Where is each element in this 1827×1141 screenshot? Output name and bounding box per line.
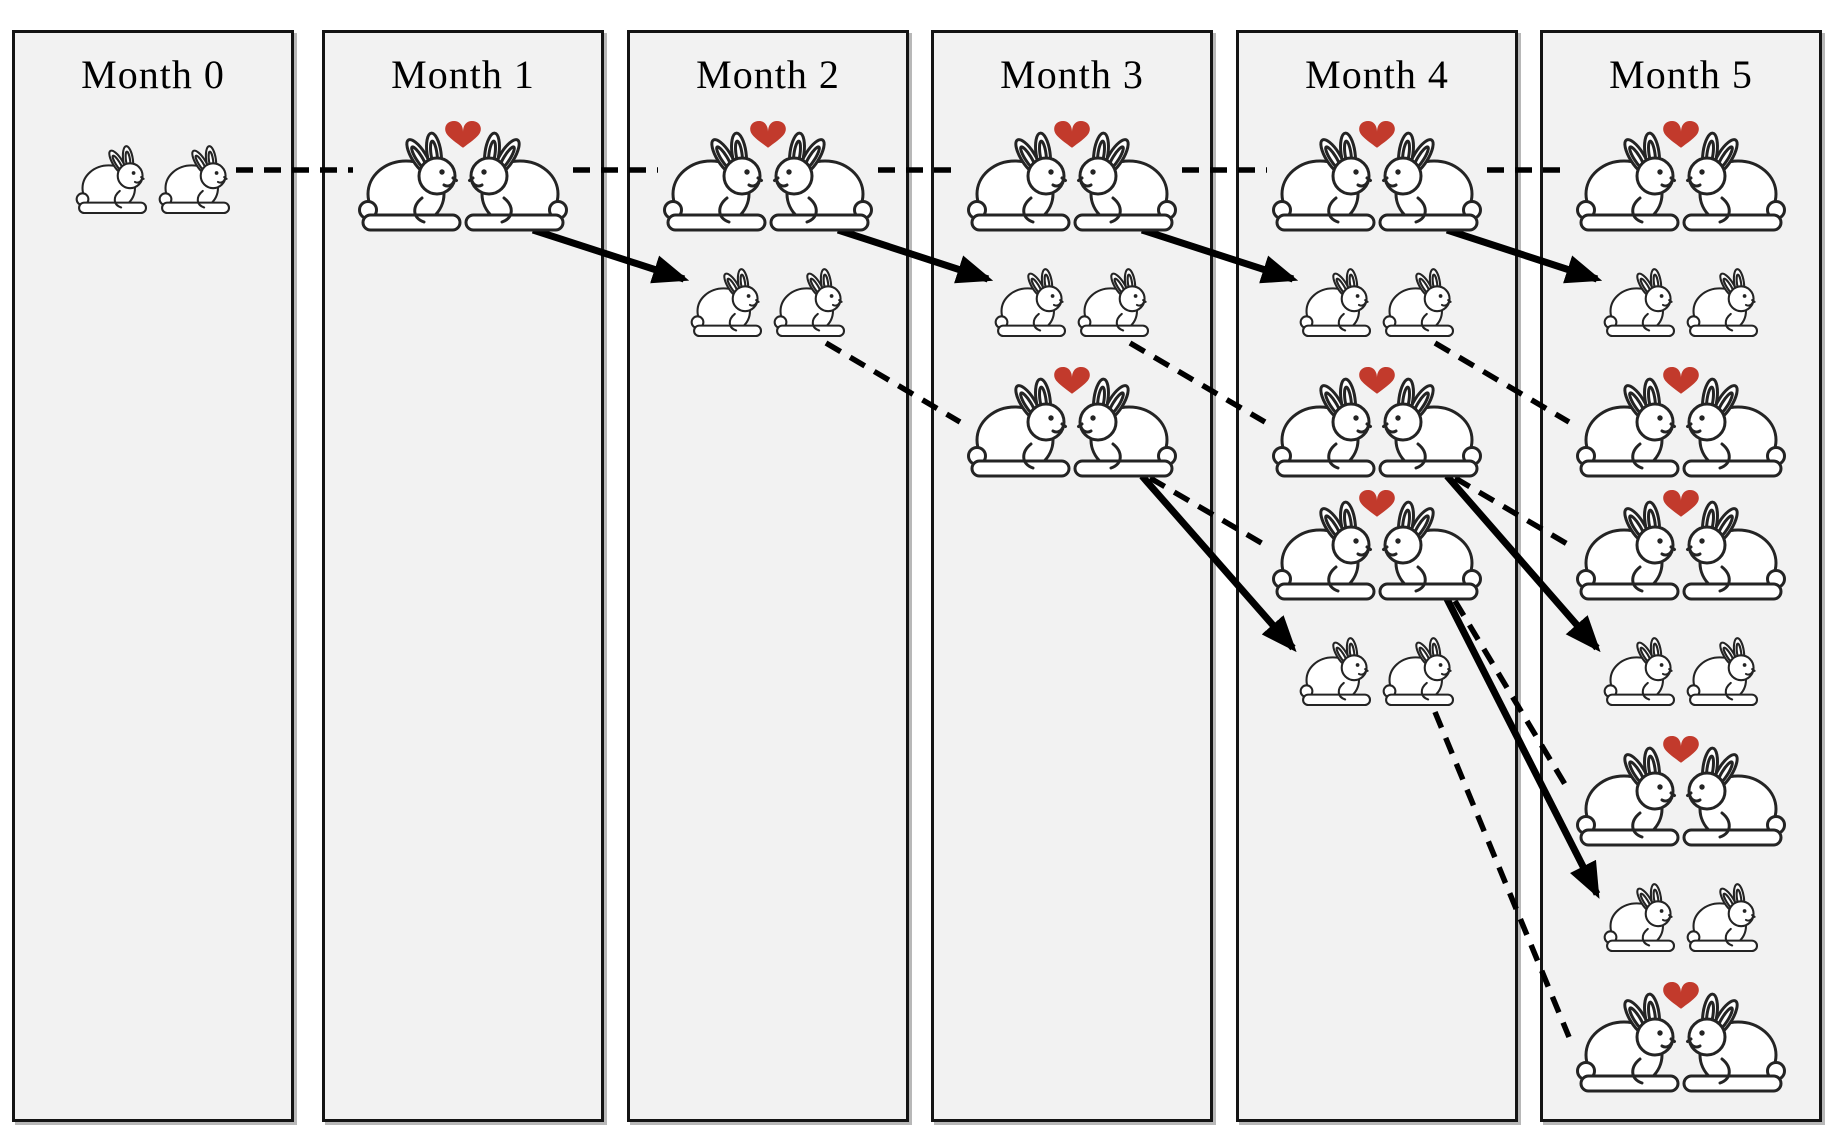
month-5-column: Month 5: [1540, 30, 1822, 1122]
month-1-column: Month 1: [322, 30, 604, 1122]
month-0-column: Month 0: [12, 30, 294, 1122]
month-3-column: Month 3: [931, 30, 1213, 1122]
month-4-column: Month 4: [1236, 30, 1518, 1122]
month-3-title: Month 3: [1000, 52, 1144, 97]
month-2-column: Month 2: [627, 30, 909, 1122]
month-5-title: Month 5: [1609, 52, 1753, 97]
month-1-title: Month 1: [391, 52, 535, 97]
month-4-title: Month 4: [1305, 52, 1449, 97]
month-0-title: Month 0: [81, 52, 225, 97]
month-2-title: Month 2: [696, 52, 840, 97]
